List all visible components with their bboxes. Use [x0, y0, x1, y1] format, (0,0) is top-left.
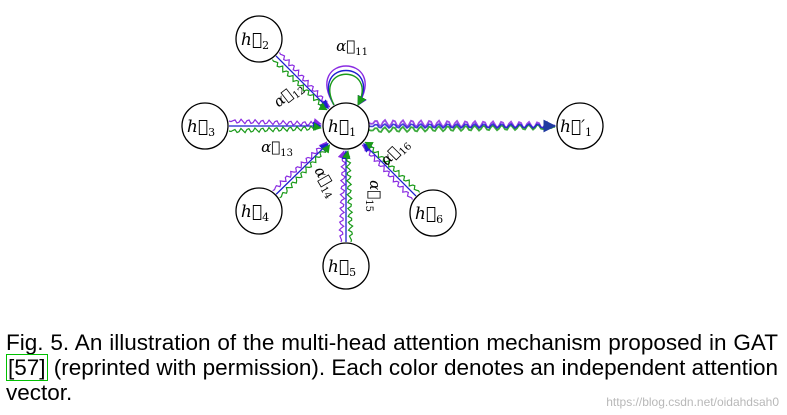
head-3-wave: [364, 141, 421, 193]
head-1-wave: [228, 118, 322, 127]
node-circle: [322, 242, 370, 290]
node-h2: h⃗2: [235, 15, 283, 63]
edge-h3-h1: [228, 118, 322, 134]
attention-label-alpha-13: α⃗13: [261, 138, 293, 159]
node-h1p: h⃗′1: [556, 102, 604, 150]
node-label: h⃗′1: [560, 117, 592, 139]
node-label: h⃗3: [187, 117, 215, 139]
head-2-line: [275, 55, 329, 109]
node-label: h⃗1: [328, 117, 356, 139]
figure-caption: Fig. 5. An illustration of the multi-hea…: [6, 330, 778, 405]
node-h3: h⃗3: [181, 102, 229, 150]
head-2-line: [275, 142, 329, 195]
attention-label-alpha-14: α⃗14: [308, 163, 342, 201]
node-circle: [556, 102, 604, 150]
node-label: h⃗2: [241, 30, 269, 52]
node-label: h⃗5: [328, 257, 356, 279]
node-circle: [409, 189, 457, 237]
attention-label-alpha-15: α⃗15: [363, 180, 384, 212]
edges-layer: [228, 52, 557, 243]
self-loop-head-3: [329, 73, 367, 106]
head-1-wave: [272, 141, 328, 192]
nodes-layer: h⃗1 h⃗2 h⃗3 h⃗4 h⃗5 h⃗6 h⃗′1: [181, 15, 604, 290]
caption-text-prefix: Fig. 5. An illustration of the multi-hea…: [6, 330, 778, 355]
edge-h6-h1: [361, 141, 421, 200]
head-1-wave: [278, 52, 331, 108]
node-label: h⃗6: [415, 204, 443, 226]
edge-h2-h1: [271, 52, 331, 111]
node-circle: [235, 15, 283, 63]
aggregate-wave-3: [368, 123, 556, 129]
self-loop-head-1: [326, 65, 367, 106]
head-1-wave: [337, 150, 347, 243]
self-loop-head-2: [327, 69, 367, 106]
edge-h4-h1: [272, 141, 331, 199]
citation-link[interactable]: [57]: [6, 354, 48, 381]
node-circle: [235, 187, 283, 235]
attention-label-alpha-11: α⃗11: [336, 37, 368, 58]
edge-h5-h1: [337, 150, 354, 243]
node-h6: h⃗6: [409, 189, 457, 237]
head-1-wave: [361, 144, 414, 200]
aggregate-wave-2: [368, 123, 556, 134]
edge-h1-h1: [326, 65, 367, 106]
node-h5: h⃗5: [322, 242, 370, 290]
node-h1: h⃗1: [322, 102, 370, 150]
head-3-wave: [271, 59, 328, 111]
head-3-wave: [342, 150, 354, 243]
node-circle: [181, 102, 229, 150]
node-circle: [322, 102, 370, 150]
edge-h1-h1p: [368, 118, 557, 134]
node-label: h⃗4: [241, 202, 269, 224]
watermark-text: https://blog.csdn.net/oidahdsah0: [606, 395, 779, 409]
head-3-wave: [228, 122, 322, 134]
head-3-wave: [279, 144, 331, 199]
caption-text-suffix: (reprinted with permission). Each color …: [6, 355, 778, 405]
node-h4: h⃗4: [235, 187, 283, 235]
head-2-line: [363, 143, 417, 197]
